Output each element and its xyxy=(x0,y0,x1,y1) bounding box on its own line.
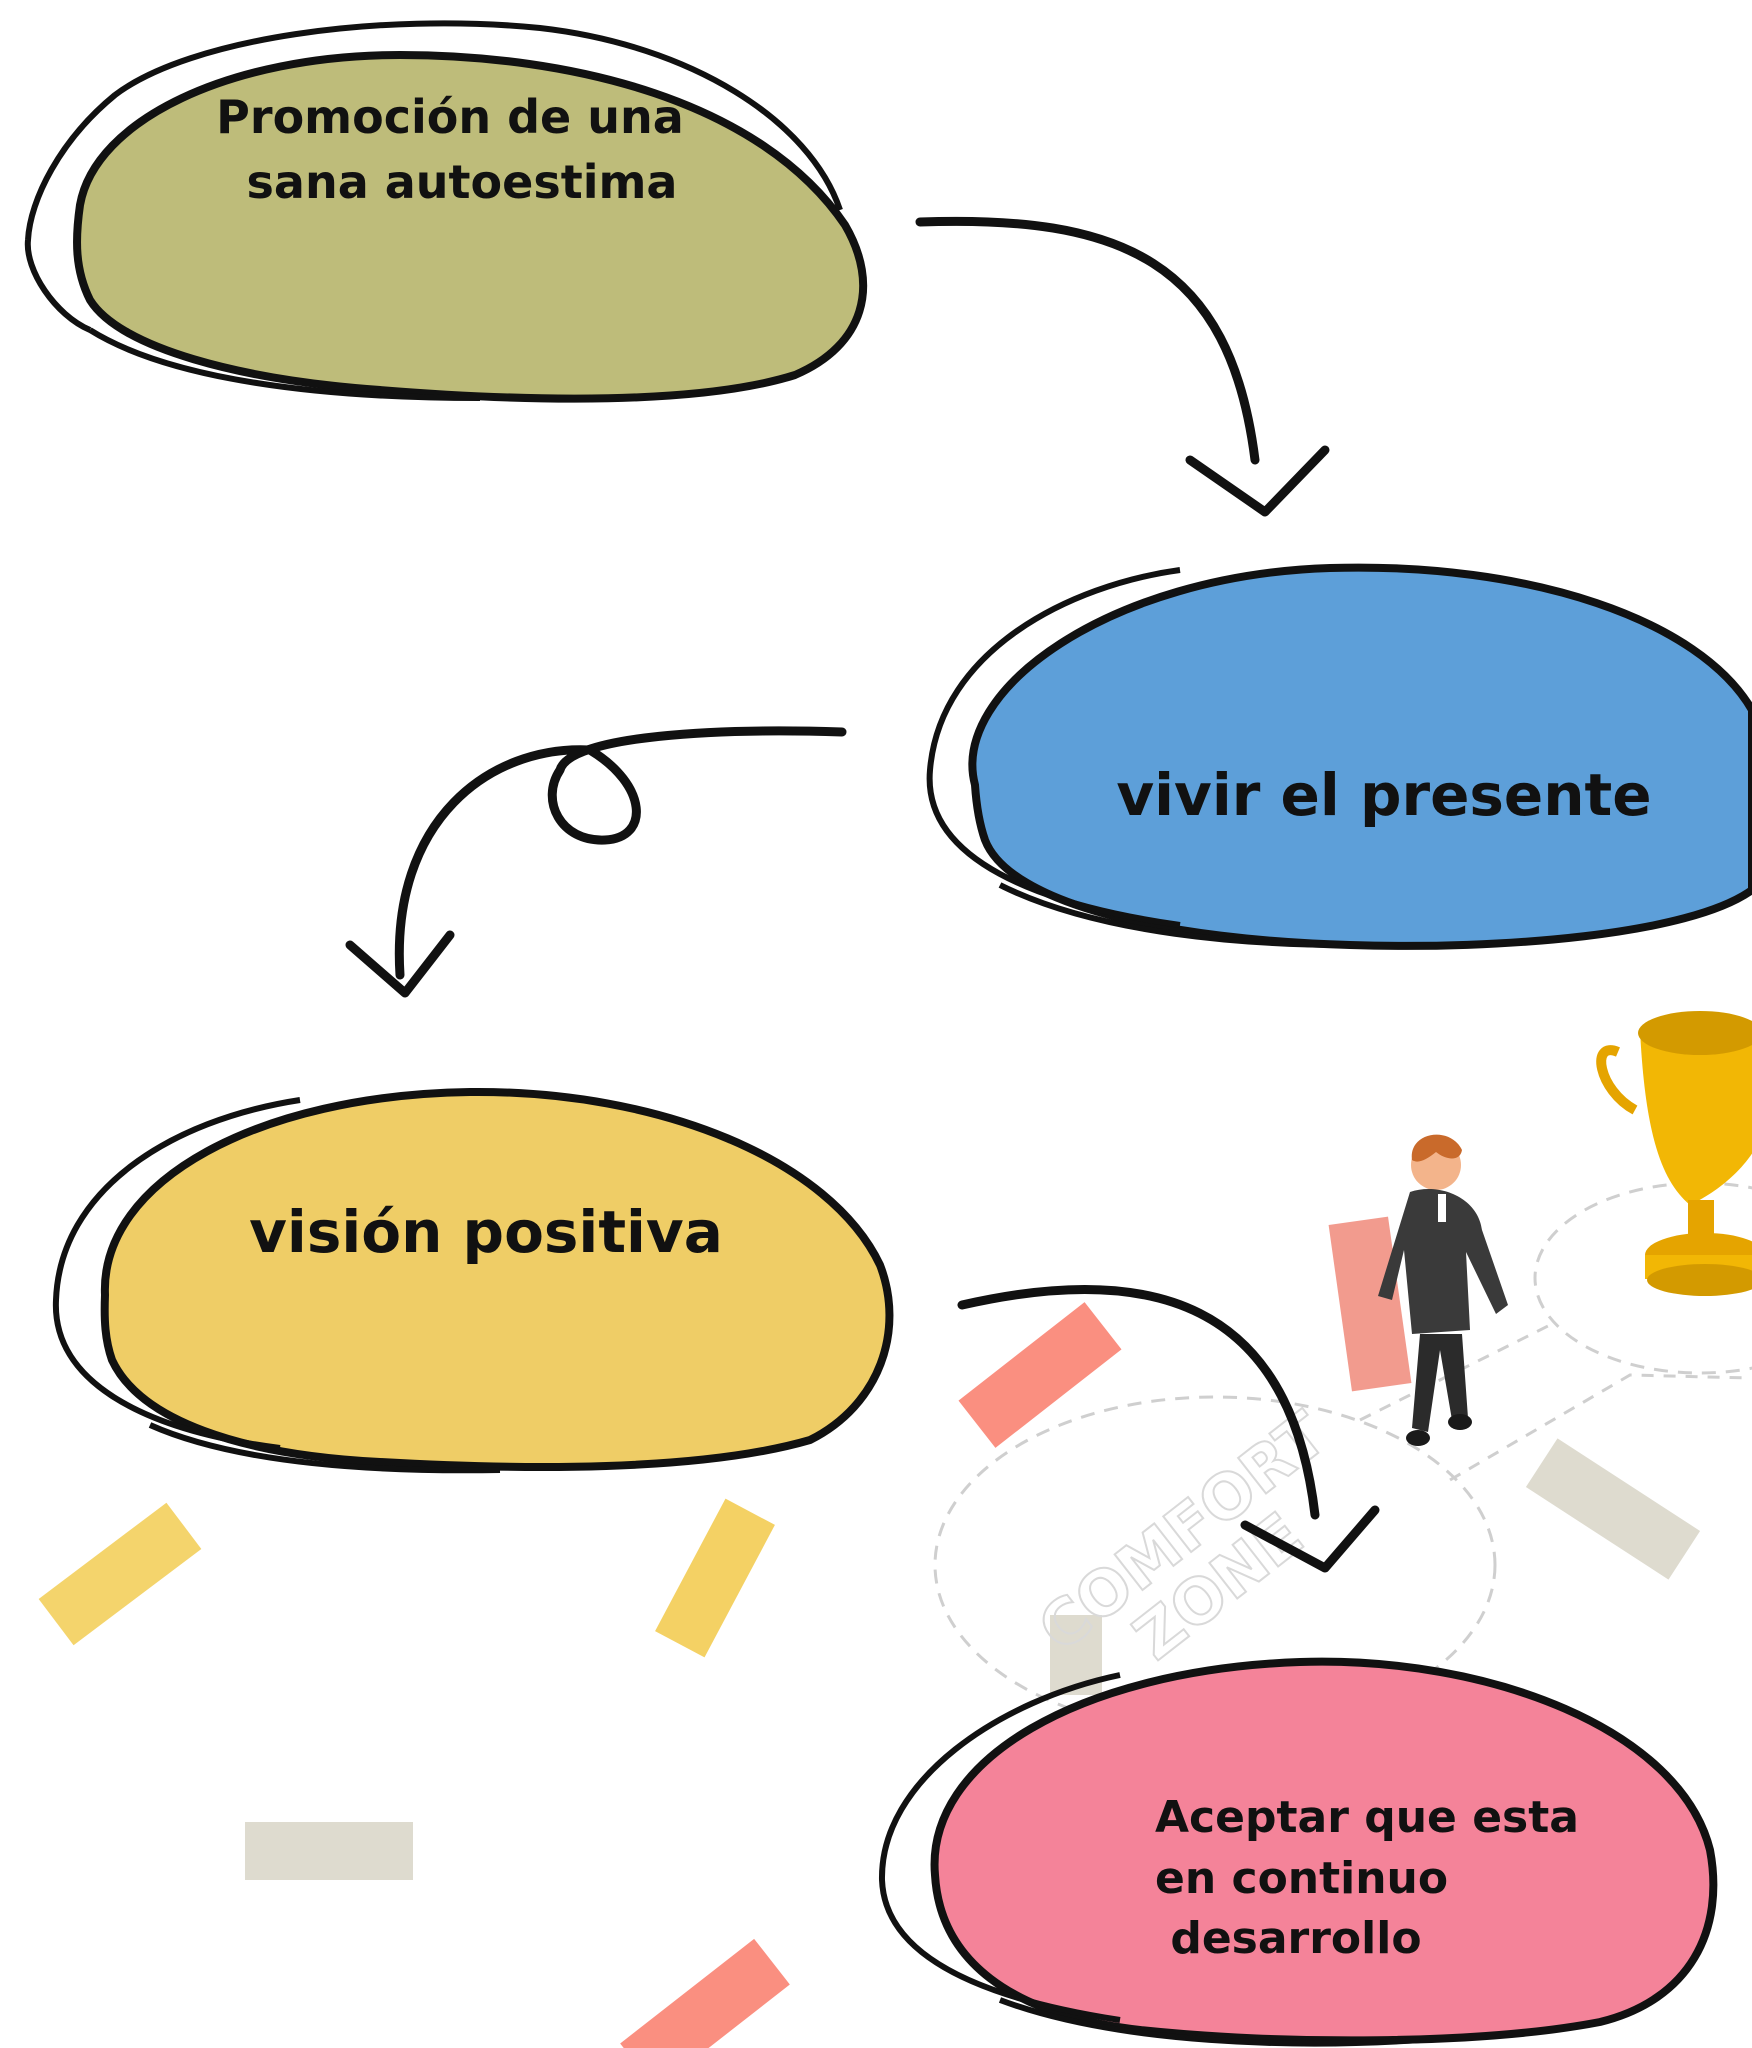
trophy-icon xyxy=(1596,1011,1752,1296)
arrow-3 xyxy=(957,1284,1380,1573)
node-aceptar: Aceptar que esta en continuo desarrollo xyxy=(878,1657,1718,2047)
node-text-promocion: Promoción de una sana autoestima xyxy=(216,90,700,209)
node-vivir: vivir el presente xyxy=(926,563,1752,950)
arrow-head-icon xyxy=(345,930,455,998)
confetti-decoration xyxy=(38,1302,1701,2048)
node-line: en continuo xyxy=(1155,1853,1448,1904)
confetti-salmon-2 xyxy=(958,1302,1122,1448)
arrow-curve xyxy=(957,1284,1320,1520)
blob-pink-outline xyxy=(878,1672,1421,2047)
dashed-path-2 xyxy=(1359,1323,1551,1422)
confetti-grey-2 xyxy=(1525,1438,1701,1580)
confetti-grey-1 xyxy=(245,1822,413,1880)
arrow-curve xyxy=(915,216,1260,465)
confetti-salmon-1 xyxy=(620,1938,790,2048)
blob-pink xyxy=(930,1657,1718,2045)
node-line: vivir el presente xyxy=(1116,761,1651,829)
businessman-icon xyxy=(1328,1134,1508,1446)
arrow-2 xyxy=(345,726,847,998)
node-text-vivir: vivir el presente xyxy=(1116,761,1651,829)
node-vision: visión positiva xyxy=(52,1087,894,1474)
node-line: Aceptar que esta xyxy=(1155,1792,1579,1843)
goal-zone-circle xyxy=(1533,1181,1752,1375)
arrow-1 xyxy=(915,216,1330,517)
confetti-yellow-2 xyxy=(655,1498,775,1658)
arrow-curve xyxy=(394,726,847,980)
node-text-aceptar: Aceptar que esta en continuo desarrollo xyxy=(1155,1792,1579,1964)
node-promocion: Promoción de una sana autoestima xyxy=(24,20,868,403)
blob-olive-outline xyxy=(24,20,843,401)
dashed-path xyxy=(1449,1373,1751,1482)
comfort-zone-circle xyxy=(933,1395,1497,1735)
blob-yellow xyxy=(100,1087,894,1471)
node-line: sana autoestima xyxy=(247,155,678,209)
blob-blue-outline xyxy=(926,567,1351,948)
node-line: visión positiva xyxy=(249,1198,723,1266)
node-line: Promoción de una xyxy=(216,90,684,144)
blob-yellow-outline xyxy=(52,1097,501,1474)
arrow-head-icon xyxy=(1185,445,1330,517)
node-text-vision: visión positiva xyxy=(249,1198,723,1266)
node-line: desarrollo xyxy=(1155,1913,1422,1964)
blob-olive xyxy=(73,50,868,403)
arrow-head-icon xyxy=(1240,1505,1380,1573)
blob-blue xyxy=(968,563,1752,950)
confetti-yellow-1 xyxy=(38,1502,202,1646)
